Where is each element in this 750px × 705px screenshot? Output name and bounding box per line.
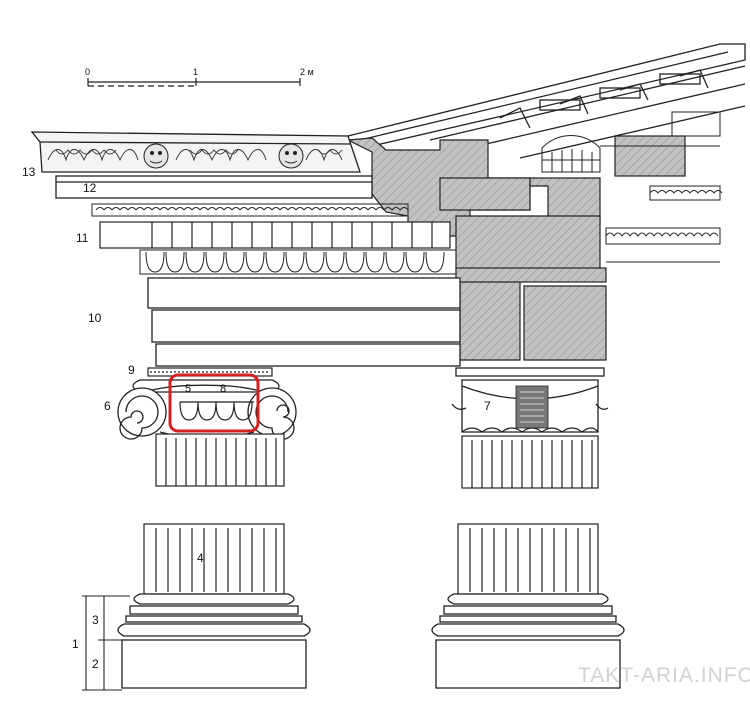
label-9: 9	[128, 363, 135, 377]
scale-tick-1: 1	[193, 67, 198, 77]
label-12: 12	[83, 181, 97, 195]
label-5: 5	[185, 383, 191, 395]
label-7: 7	[484, 399, 491, 413]
capital-side-pattern	[515, 385, 549, 429]
column-shaft-lower-right	[457, 523, 599, 595]
column-shaft-upper-right	[461, 435, 599, 489]
sima-cornice	[30, 131, 361, 173]
egg-and-dart-band	[139, 249, 457, 275]
dentil-course	[99, 221, 451, 249]
scale-bar	[87, 78, 301, 87]
sima-ornament	[47, 149, 343, 162]
side-frieze-strips	[600, 145, 723, 263]
label-1: 1	[72, 637, 79, 651]
label-2: 2	[92, 657, 99, 671]
column-base-right	[431, 593, 625, 689]
dimension-brackets	[82, 595, 130, 691]
coffer-detail	[541, 111, 721, 173]
highlight-box	[168, 373, 260, 433]
watermark: TAKT-ARIA.INFO	[578, 664, 750, 687]
lion-head-spout-2	[278, 143, 304, 169]
label-13: 13	[22, 165, 36, 179]
label-10: 10	[88, 311, 102, 325]
label-6: 6	[104, 399, 111, 413]
entablature-section	[345, 135, 686, 361]
echinus-eggs	[179, 401, 254, 421]
label-4: 4	[197, 551, 204, 565]
column-shaft-lower-left	[143, 523, 285, 595]
corona	[55, 175, 373, 199]
label-3: 3	[92, 613, 99, 627]
bed-moulding	[91, 203, 409, 217]
column-base-left	[117, 593, 311, 689]
scale-tick-2: 2 м	[300, 67, 314, 77]
label-11: 11	[76, 231, 89, 245]
roof-slope	[347, 43, 746, 159]
scale-tick-0: 0	[85, 67, 90, 77]
column-shaft-upper-left	[155, 433, 285, 487]
architrave	[147, 277, 461, 367]
label-8: 8	[220, 383, 226, 395]
lion-head-spout	[143, 143, 169, 169]
